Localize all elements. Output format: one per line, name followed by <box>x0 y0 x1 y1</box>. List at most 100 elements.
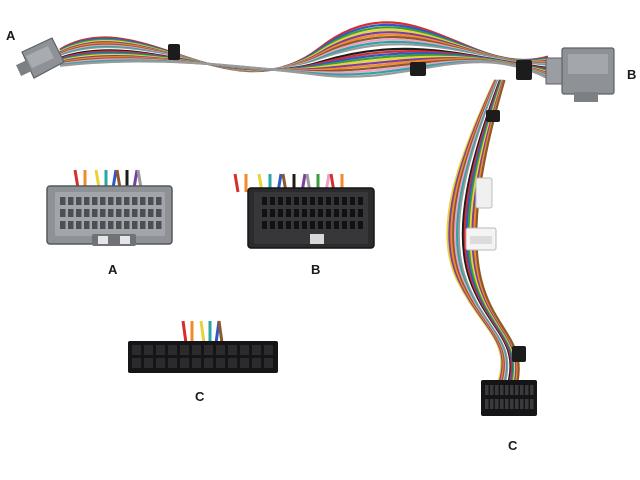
pin-slot <box>84 209 90 217</box>
pin-slot <box>318 209 323 217</box>
connector-b-icon <box>545 47 615 102</box>
pin-slot <box>510 399 514 409</box>
pin-slot <box>278 209 283 217</box>
pin-slot <box>108 221 114 229</box>
pin-slot <box>310 221 315 229</box>
pin-slot <box>485 385 489 395</box>
pin-slot <box>168 358 177 368</box>
pin-slot <box>92 209 98 217</box>
pin-slot <box>286 209 291 217</box>
pin-slot <box>310 197 315 205</box>
pin-slot <box>326 221 331 229</box>
pin-slot <box>60 221 66 229</box>
pin-slot <box>350 221 355 229</box>
pin-slot <box>334 221 339 229</box>
pin-slot <box>530 385 534 395</box>
pin-slot <box>495 385 499 395</box>
pin-slot <box>140 221 146 229</box>
pin-slot <box>264 345 273 355</box>
pin-slot <box>294 221 299 229</box>
pin-slot <box>204 345 213 355</box>
pin-slot <box>334 197 339 205</box>
pin-slot <box>180 345 189 355</box>
pin-slot <box>148 221 154 229</box>
pin-slot <box>495 399 499 409</box>
tape-sleeve <box>410 62 426 76</box>
pin-slot <box>302 221 307 229</box>
pin-slot <box>76 221 82 229</box>
detail-label-b: B <box>311 262 321 277</box>
pin-slot <box>515 399 519 409</box>
pin-slot <box>144 358 153 368</box>
wire <box>115 169 122 189</box>
pin-slot <box>342 209 347 217</box>
pin-slot <box>358 197 363 205</box>
harness-label-c: C <box>508 438 518 453</box>
pin-slot <box>180 358 189 368</box>
pin-slot <box>240 358 249 368</box>
pin-slot <box>84 221 90 229</box>
pin-slot <box>192 345 201 355</box>
pin-slot <box>525 399 529 409</box>
tape-sleeve <box>168 44 180 60</box>
pin-slot <box>350 209 355 217</box>
pin-slot <box>92 197 98 205</box>
pin-slot <box>490 385 494 395</box>
pin-slot <box>262 197 267 205</box>
pin-slot <box>520 385 524 395</box>
wire <box>73 169 80 189</box>
tape-sleeve <box>512 346 526 362</box>
pin-slot <box>228 345 237 355</box>
inline-plug <box>465 227 497 251</box>
pin-slot <box>286 221 291 229</box>
pin-slot <box>358 209 363 217</box>
pin-slot <box>525 385 529 395</box>
pin-slot <box>60 197 66 205</box>
pin-slot <box>84 197 90 205</box>
pin-slot <box>140 197 146 205</box>
pin-slot <box>500 385 504 395</box>
wire <box>59 60 549 80</box>
pin-slot <box>326 209 331 217</box>
pin-slot <box>216 358 225 368</box>
tape-sleeve <box>486 110 500 122</box>
pin-slot <box>358 221 363 229</box>
pin-slot <box>124 221 130 229</box>
wire <box>90 169 97 189</box>
pin-slot <box>294 209 299 217</box>
wire <box>136 169 143 189</box>
pin-slot <box>132 358 141 368</box>
pin-slot <box>132 209 138 217</box>
pin-slot <box>252 358 261 368</box>
pin-slot <box>342 197 347 205</box>
pin-slot <box>510 385 514 395</box>
tape-sleeve <box>516 60 532 80</box>
pin-slot <box>68 197 74 205</box>
detail-connector-c <box>128 320 278 373</box>
pin-slot <box>278 221 283 229</box>
wire <box>181 320 188 344</box>
pin-slot <box>132 221 138 229</box>
pin-slot <box>156 197 162 205</box>
pin-slot <box>124 209 130 217</box>
pin-slot <box>156 209 162 217</box>
pin-slot <box>108 209 114 217</box>
pin-slot <box>500 399 504 409</box>
pin-slot <box>92 221 98 229</box>
pin-slot <box>140 209 146 217</box>
pin-slot <box>100 209 106 217</box>
pin-slot <box>156 358 165 368</box>
harness-label-b: B <box>627 67 637 82</box>
pin-slot <box>262 221 267 229</box>
detail-connector-b <box>233 173 375 249</box>
pin-slot <box>485 399 489 409</box>
wire <box>233 173 240 193</box>
inline-plug <box>475 177 493 209</box>
pin-slot <box>100 197 106 205</box>
wire <box>94 169 101 189</box>
pin-slot <box>490 399 494 409</box>
pin-slot <box>144 345 153 355</box>
pin-slot <box>334 209 339 217</box>
pin-slot <box>148 197 154 205</box>
